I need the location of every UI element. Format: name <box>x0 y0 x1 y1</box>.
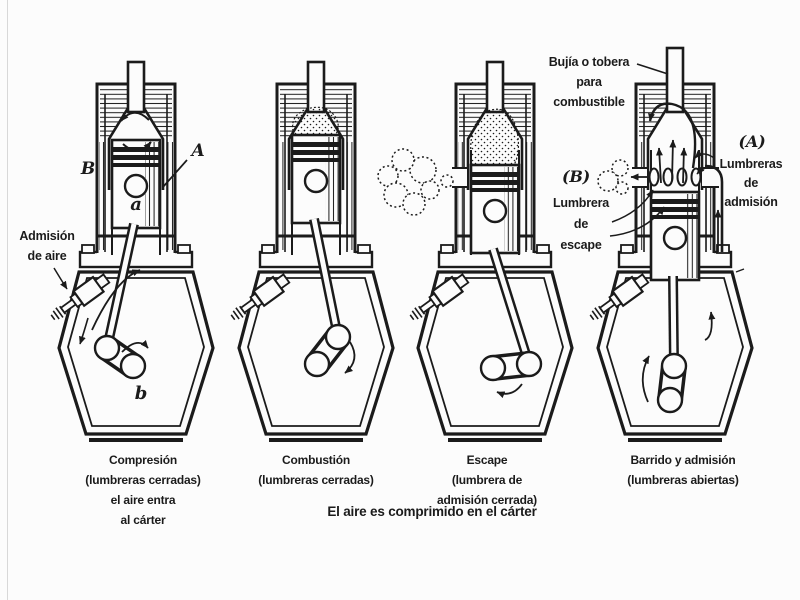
flow-arrows <box>597 102 745 403</box>
spark-plug-label: Bujía o tobera para combustible <box>548 55 630 109</box>
flow-arrows <box>377 108 523 399</box>
crankcase <box>416 244 574 442</box>
intake-ports-tag: (A) <box>738 132 766 151</box>
intake-valve <box>230 273 291 321</box>
exhaust-port-label: Lumbrera de escape <box>552 196 610 252</box>
caption-stage-3: Escape (lumbrera de admisión cerrada) <box>437 453 537 507</box>
point-a-upper-label: A <box>191 141 205 161</box>
flow-arrows <box>79 111 152 353</box>
crankcase <box>237 244 395 442</box>
exhaust-port-tag: (B) <box>561 167 591 186</box>
intake-valve <box>589 273 650 321</box>
admission-air-label: Admisión de aire <box>19 229 75 263</box>
label-leader-lines <box>53 63 715 290</box>
piston <box>110 138 162 230</box>
point-b-lower-label: b <box>134 383 148 404</box>
connecting-rod-crank <box>303 218 352 378</box>
point-a-lower-label: a <box>130 194 142 215</box>
caption-stage-1: Compresión (lumbreras cerradas) el aire … <box>85 453 201 527</box>
connecting-rod-crank <box>656 275 688 414</box>
piston <box>290 133 342 225</box>
connecting-rod-crank <box>93 222 147 380</box>
scan-border <box>7 0 8 600</box>
flow-arrows <box>291 106 356 374</box>
connecting-rod-crank <box>479 247 543 382</box>
piston <box>469 163 521 255</box>
footnote: El aire es comprimido en el cárter <box>327 504 537 519</box>
intake-valve <box>409 273 470 321</box>
engine-stage-1-compression <box>50 60 215 442</box>
piston <box>649 190 701 282</box>
engine-stage-2-combustion <box>230 60 395 442</box>
engine-stage-3-exhaust <box>377 60 574 442</box>
intake-valve <box>50 273 111 321</box>
point-b-upper-label: B <box>80 159 96 179</box>
caption-stage-4: Barrido y admisión (lumbreras abiertas) <box>627 453 739 487</box>
intake-ports-label: Lumbreras de admisión <box>719 157 783 209</box>
caption-stage-2: Combustión (lumbreras cerradas) <box>258 453 374 487</box>
